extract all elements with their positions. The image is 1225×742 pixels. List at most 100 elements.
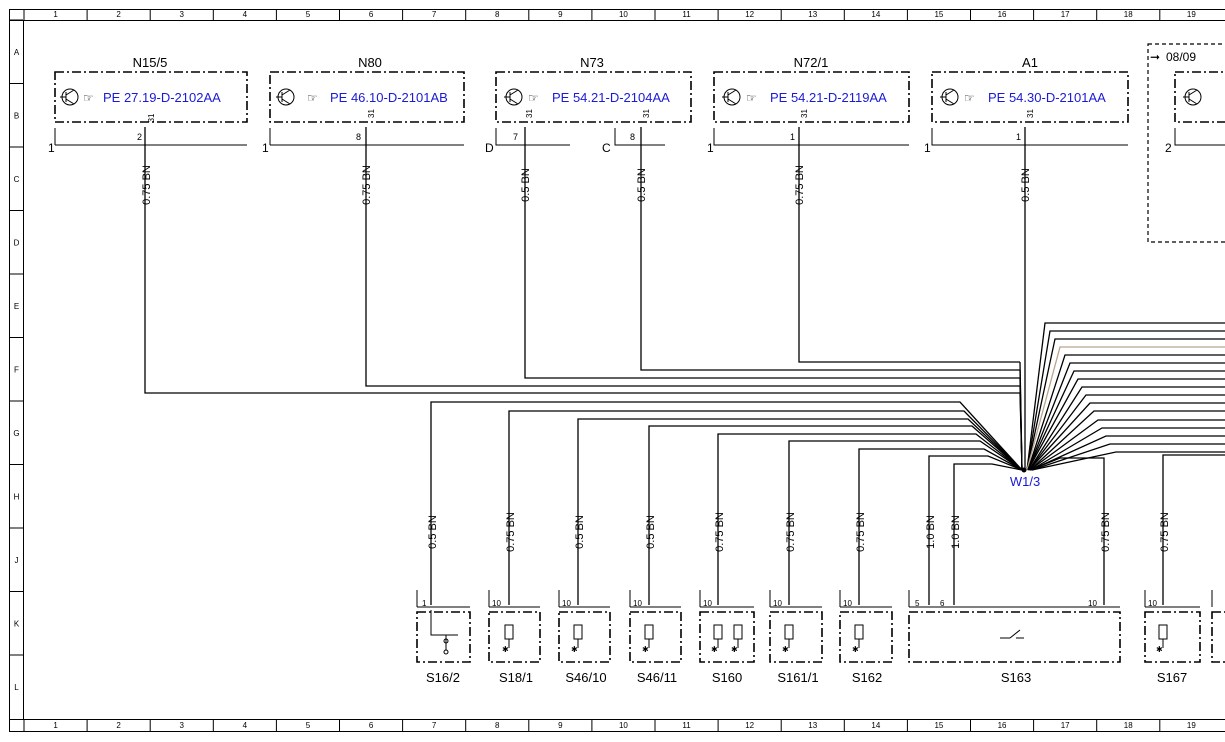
grid-column-label: 18 [1124, 721, 1133, 730]
resistor-icon: ✱ [782, 624, 794, 654]
side-label: 2 [1165, 141, 1172, 155]
side-label: 1 [262, 141, 269, 155]
grid-column-label: 13 [808, 721, 817, 730]
component-a1[interactable]: A1 ☞ PE 54.30-D-2101AA 31 1 1 0.5 BN [924, 55, 1129, 202]
wire-label: 0.5 BN [645, 515, 657, 549]
reference-link[interactable]: PE 27.19-D-2102AA [103, 90, 221, 105]
grid-column-label: 11 [682, 721, 691, 730]
side-label: C [602, 141, 611, 155]
component-s163[interactable]: 5 6 10 S163 [908, 590, 1121, 685]
pin-number: 8 [356, 132, 361, 142]
component-box [558, 611, 611, 663]
grid-row-label: B [14, 111, 19, 120]
component-name: S162 [852, 670, 882, 685]
grid-column-label: 19 [1187, 10, 1196, 19]
bottom-components: 1 S16/2 10 ✱ S18/1 10 ✱ S46/10 10 [416, 590, 1225, 685]
hand-pointer-icon: ☞ [528, 91, 539, 105]
grid-column-label: 3 [180, 721, 185, 730]
ground-pin-label: 31 [525, 109, 534, 118]
svg-text:✱: ✱ [502, 645, 509, 654]
ground-pin-label: 31 [642, 109, 651, 118]
grid-row-label: L [14, 683, 19, 692]
grid-column-label: 13 [808, 10, 817, 19]
reference-link[interactable]: PE 54.21-D-2119AA [770, 90, 887, 105]
wire-label: 0.5 BN [574, 515, 586, 549]
pin-number: 10 [492, 599, 501, 608]
component-box-partial [1211, 611, 1225, 663]
component-box [1144, 611, 1201, 663]
grid-row-label: G [13, 429, 19, 438]
component-box [495, 71, 692, 123]
svg-text:✱: ✱ [731, 645, 738, 654]
side-label: 1 [707, 141, 714, 155]
grid-column-label: 7 [432, 721, 437, 730]
reference-link[interactable]: PE 46.10-D-2101AB [330, 90, 448, 105]
component-s16-2[interactable]: 1 S16/2 [416, 590, 471, 685]
reference-link[interactable]: PE 54.30-D-2101AA [988, 90, 1106, 105]
wire-label: 0.75 BN [141, 165, 153, 205]
svg-text:✱: ✱ [571, 645, 578, 654]
grid-column-label: 4 [243, 10, 248, 19]
component-s46-10[interactable]: 10 ✱ S46/10 [558, 590, 611, 685]
component-s46-11[interactable]: 10 ✱ S46/11 [629, 590, 682, 685]
grid-column-label: 16 [998, 10, 1007, 19]
component-name: S18/1 [499, 670, 533, 685]
component-n15-5[interactable]: N15/5 ☞ PE 27.19-D-2102AA 31 2 1 0.75 BN [48, 55, 248, 205]
grid-row-label: K [14, 619, 20, 628]
wire-label: 0.5 BN [520, 168, 532, 202]
hand-pointer-icon: ☞ [83, 91, 94, 105]
component-s162[interactable]: 10 ✱ S162 [839, 590, 893, 685]
grid-row-label: H [14, 492, 20, 501]
grid-row-label: E [14, 302, 19, 311]
grid-column-label: 5 [306, 10, 311, 19]
pin-number: 10 [562, 599, 571, 608]
wire-label: 0.5 BN [636, 168, 648, 202]
side-label: 1 [48, 141, 55, 155]
wire-label: 1.0 BN [925, 515, 937, 549]
grid-labels: 1122334455667788991010111112121313141415… [13, 10, 1196, 730]
wire-label: 0.75 BN [1159, 512, 1171, 552]
grid-column-label: 12 [745, 721, 754, 730]
transistor-icon [722, 88, 741, 106]
pin-number: 10 [1148, 599, 1157, 608]
resistor-icon: ✱ [852, 624, 864, 654]
switch-icon [1000, 629, 1024, 639]
pin-number: 10 [633, 599, 642, 608]
component-name: N15/5 [133, 55, 168, 70]
pin-number: 1 [1016, 132, 1021, 142]
frame-outer [9, 9, 1225, 732]
pin-number: 5 [915, 599, 920, 608]
grid-column-label: 14 [871, 10, 880, 19]
resistor-icon: ✱✱ [711, 624, 743, 654]
pin-number: 1 [790, 132, 795, 142]
component-n80[interactable]: N80 ☞ PE 46.10-D-2101AB 31 8 1 0.75 BN [262, 55, 465, 205]
component-n72-1[interactable]: N72/1 ☞ PE 54.21-D-2119AA 31 1 1 0.75 BN [707, 55, 910, 205]
component-s161-1[interactable]: 10 ✱ S161/1 [769, 590, 823, 685]
component-name: A1 [1022, 55, 1038, 70]
component-name: S16/2 [426, 670, 460, 685]
ground-pin-label: 31 [147, 113, 156, 122]
grid-column-label: 5 [306, 721, 311, 730]
grid-row-label: J [15, 556, 19, 565]
wire-label: 0.75 BN [785, 512, 797, 552]
pin-number: 1 [422, 599, 427, 608]
component-box [1174, 71, 1225, 123]
hand-pointer-icon: ☞ [746, 91, 757, 105]
side-label: 1 [924, 141, 931, 155]
component-s18-1[interactable]: 10 ✱ S18/1 [488, 590, 541, 685]
component-s167[interactable]: 10 ✱ S167 [1144, 590, 1201, 685]
grid-row-label: F [14, 365, 19, 374]
grid-column-label: 11 [682, 10, 691, 19]
component-box [908, 611, 1121, 663]
component-name: N72/1 [794, 55, 829, 70]
component-s160[interactable]: 10 ✱✱ S160 [699, 590, 755, 685]
grid-row-label: D [14, 238, 20, 247]
grid-row-label: C [14, 175, 20, 184]
resistor-icon: ✱ [642, 624, 654, 654]
component-n73[interactable]: N73 ☞ PE 54.21-D-2104AA 31 31 7 8 D C 0.… [485, 55, 692, 202]
hand-pointer-icon: ☞ [964, 91, 975, 105]
side-label: D [485, 141, 494, 155]
grid-column-label: 15 [934, 10, 943, 19]
wire-label: 0.75 BN [855, 512, 867, 552]
reference-link[interactable]: PE 54.21-D-2104AA [552, 90, 670, 105]
